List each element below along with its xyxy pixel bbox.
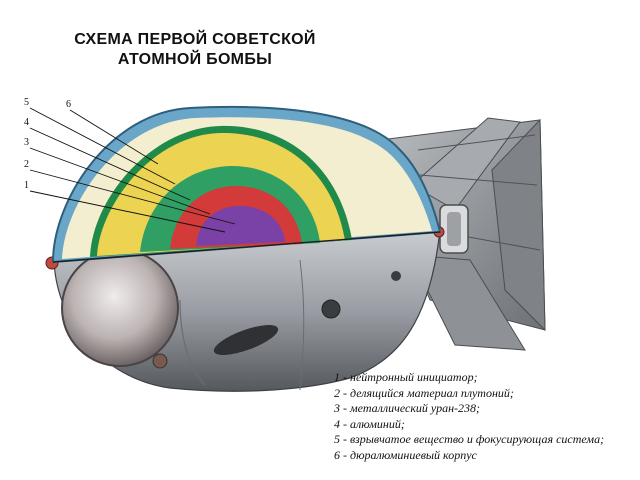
legend-item-2: 2 - делящийся материал плутоний; <box>334 385 514 400</box>
nose-window <box>61 249 179 367</box>
porthole <box>321 299 341 319</box>
leader-5 <box>29 107 176 185</box>
leader-3 <box>29 147 211 215</box>
bomb-cutaway <box>51 105 442 264</box>
callout-number-1: 1 <box>24 180 29 191</box>
detonator-lug <box>213 325 279 355</box>
callout-number-5: 5 <box>24 97 29 108</box>
diagram-title-line-1: СХЕМА ПЕРВОЙ СОВЕТСКОЙ <box>74 31 316 48</box>
bomb-casing-exterior <box>45 226 445 392</box>
legend-item-4: 4 - алюминий; <box>334 416 405 431</box>
legend: 1 - нейтронный инициатор; 2 - делящийся … <box>334 370 634 463</box>
legend-item-3: 3 - металлический уран-238; <box>334 401 481 415</box>
leader-1 <box>29 190 226 233</box>
legend-item-5: 5 - взрывчатое вещество и фокусирующая с… <box>334 432 605 446</box>
callout-number-4: 4 <box>24 117 29 128</box>
callout-number-6: 6 <box>66 99 71 110</box>
legend-item-1: 1 - нейтронный инициатор; <box>334 370 478 384</box>
diagram-title-line-2: АТОМНОЙ БОМБЫ <box>117 51 273 68</box>
callout-leaders <box>29 107 236 233</box>
legend-item-6: 6 - дюралюминиевый корпус <box>334 447 477 462</box>
callout-number-3: 3 <box>24 137 29 148</box>
callout-number-2: 2 <box>24 159 29 170</box>
layer-1-initiator <box>196 206 285 246</box>
leader-6 <box>69 109 159 165</box>
leader-4 <box>29 127 191 201</box>
leader-2 <box>29 169 236 225</box>
